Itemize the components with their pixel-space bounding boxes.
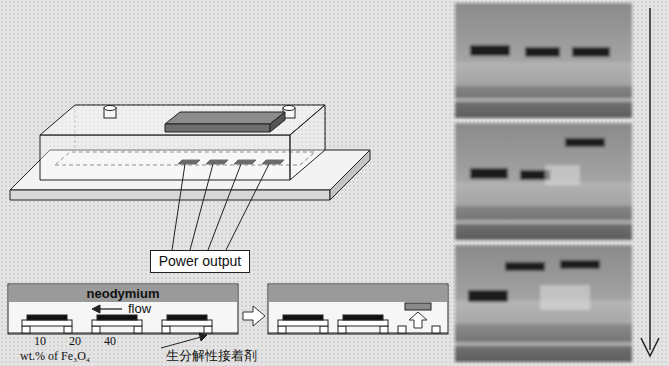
base-plate-side [330, 150, 370, 200]
flow-label: flow [128, 302, 151, 317]
micro-actuator [278, 315, 328, 333]
photo-floor [455, 342, 632, 346]
magnetic-layer [167, 315, 207, 320]
photo-chip [470, 168, 508, 179]
photo-chip [470, 45, 510, 56]
port-top [283, 106, 295, 111]
concentration-value: 40 [104, 335, 116, 349]
flow-arrow-shaft [97, 308, 122, 309]
adhesive-pad [64, 326, 72, 333]
magnetic-layer [283, 315, 323, 320]
micro-actuator [162, 315, 212, 333]
magnetic-layer [27, 315, 67, 320]
actuator-body [92, 320, 142, 326]
adhesive-pad [320, 326, 328, 333]
photo-glint [545, 165, 580, 185]
photo-chip [572, 47, 610, 57]
photo-chip [468, 290, 508, 302]
output-box: Power output [150, 250, 251, 273]
chip-sketch [10, 105, 370, 250]
hollow-up-arrow [409, 312, 427, 328]
photo [455, 123, 632, 240]
block-top [40, 105, 325, 135]
adhesive-pad [398, 326, 406, 333]
photo [455, 245, 632, 362]
photo-chip [560, 260, 600, 269]
magnet-top [165, 112, 285, 124]
adhesive-pad [380, 326, 388, 333]
magnetic-layer [97, 315, 137, 320]
photo-glare [455, 62, 632, 86]
magnet-front [165, 124, 270, 132]
concentration-value: 10 [34, 335, 46, 349]
node-text: neodymium [87, 286, 160, 301]
base-plate-front [10, 190, 330, 200]
photo-glint [540, 285, 590, 310]
flow-arrow-head [92, 305, 100, 313]
wire [226, 164, 269, 250]
photo [455, 3, 632, 118]
magnetic-layer [343, 315, 383, 320]
micro-actuator [22, 315, 72, 333]
panel-frame [268, 284, 448, 334]
magnet-side [270, 112, 285, 132]
photo-sequence [455, 3, 659, 362]
micro-actuator [92, 315, 142, 333]
photo-ground [455, 245, 632, 362]
wire [208, 164, 241, 250]
cross-section-after [268, 284, 448, 334]
adhesive-pad [92, 326, 100, 333]
actuator-body [162, 320, 212, 326]
wire [190, 164, 213, 250]
photo-chip [505, 262, 545, 271]
port-top [104, 106, 116, 111]
wire [172, 164, 185, 250]
adhesive-label: 生分解性接着剤 [166, 349, 257, 364]
magnet-band [269, 285, 447, 302]
hollow-arrow [243, 306, 265, 326]
adhesive-pad [134, 326, 142, 333]
photo-ground [455, 123, 632, 240]
cross-section-before [8, 284, 238, 348]
adhesive-pad [22, 326, 30, 333]
channel-floor [268, 333, 448, 334]
actuator-body [278, 320, 328, 326]
adhesive-pad [338, 326, 346, 333]
block-front [40, 135, 290, 180]
photo-chip [565, 138, 605, 147]
photo-glare [455, 182, 632, 206]
time-arrow-head [641, 338, 659, 356]
panel-frame [8, 284, 238, 334]
photo-chip [525, 47, 560, 57]
adhesive-pad [162, 326, 170, 333]
micro-actuator [338, 315, 388, 333]
magnet-band: neodymium [9, 285, 237, 302]
photo-floor [455, 220, 632, 224]
adhesive-pad [278, 326, 286, 333]
node-text: Power output [159, 253, 242, 270]
leader-arrow-head [199, 333, 207, 341]
adhesive-pad [432, 326, 440, 333]
adhesive-pad [204, 326, 212, 333]
actuator-body [338, 320, 388, 326]
leader-line [161, 337, 201, 348]
released-actuator [405, 303, 431, 310]
photo-ground [455, 3, 632, 118]
photo-floor [455, 98, 632, 102]
axis-note: wt.% of Fe₃O₄ [20, 350, 90, 364]
time-arrow-shaft [649, 8, 651, 350]
concentration-value: 20 [69, 335, 81, 349]
actuator-body [22, 320, 72, 326]
